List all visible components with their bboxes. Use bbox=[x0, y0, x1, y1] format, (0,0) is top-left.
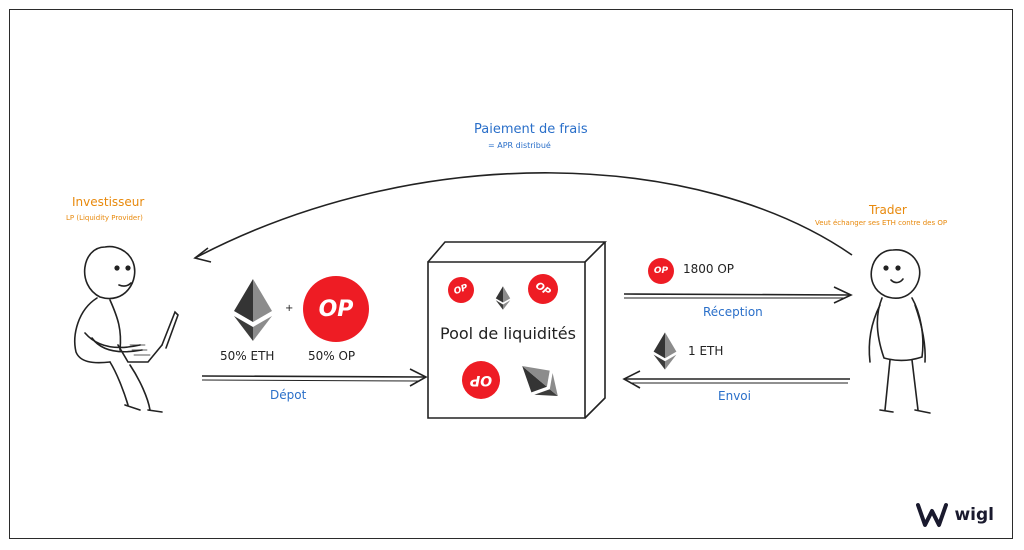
reception-label: Réception bbox=[703, 305, 763, 319]
deposit-arrow bbox=[201, 368, 428, 387]
fee-arrow-head bbox=[193, 247, 212, 263]
op-token-pool-3: OP bbox=[462, 361, 500, 399]
diagram-frame bbox=[9, 9, 1013, 539]
envoi-arrow bbox=[622, 370, 850, 389]
envoi-label: Envoi bbox=[718, 389, 751, 403]
eth-icon-pool-small bbox=[495, 286, 511, 310]
deposit-plus: + bbox=[285, 303, 294, 314]
envoi-amount: 1 ETH bbox=[688, 344, 724, 358]
investor-subtitle: LP (Liquidity Provider) bbox=[66, 214, 143, 222]
op-token-deposit: OP bbox=[303, 276, 369, 342]
op-token-reception: OP bbox=[648, 258, 674, 284]
deposit-eth-share: 50% ETH bbox=[220, 349, 275, 363]
trader-figure bbox=[868, 249, 931, 414]
trader-title: Trader bbox=[869, 203, 907, 217]
wigl-logo-icon bbox=[916, 503, 949, 527]
pool-box bbox=[427, 241, 607, 419]
fee-title: Paiement de frais bbox=[474, 122, 588, 137]
investor-title: Investisseur bbox=[72, 195, 145, 209]
reception-amount: 1800 OP bbox=[683, 262, 735, 276]
fee-arrow bbox=[194, 172, 853, 259]
deposit-label: Dépot bbox=[270, 388, 307, 402]
investor-figure bbox=[74, 245, 179, 413]
op-token-label: OP bbox=[452, 282, 470, 298]
fee-subtitle: = APR distribué bbox=[488, 141, 551, 150]
eth-icon-deposit bbox=[234, 279, 272, 341]
op-token-label: OP bbox=[653, 266, 669, 276]
pool-label: Pool de liquidités bbox=[440, 324, 576, 343]
eth-icon-envoi bbox=[653, 332, 677, 370]
eth-icon-pool-rotated bbox=[522, 366, 558, 396]
deposit-op-share: 50% OP bbox=[308, 349, 356, 363]
brand-name: wigl bbox=[954, 505, 994, 525]
brand-logo: wigl bbox=[916, 502, 994, 528]
op-token-label: OP bbox=[533, 279, 553, 299]
op-token-label: OP bbox=[318, 296, 354, 322]
op-token-label: OP bbox=[469, 372, 493, 388]
trader-subtitle: Veut échanger ses ETH contre des OP bbox=[815, 219, 948, 227]
reception-arrow bbox=[623, 286, 853, 304]
